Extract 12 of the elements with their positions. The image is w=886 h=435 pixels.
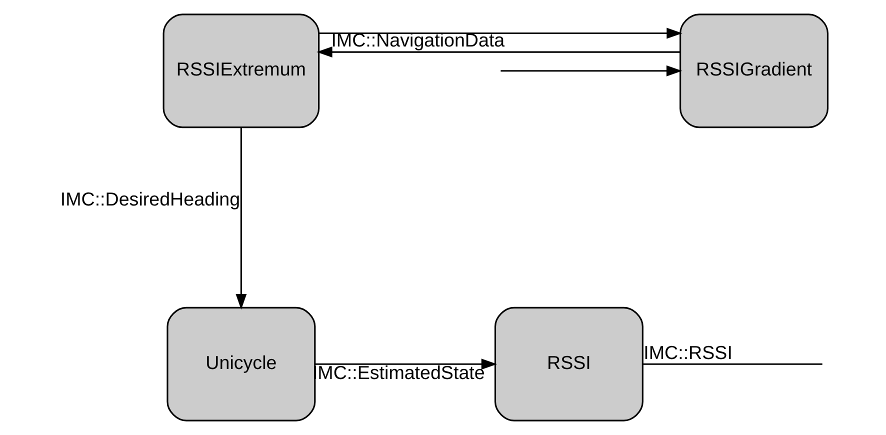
arrow xyxy=(235,127,246,310)
node-box: RSSIGradient xyxy=(679,14,828,128)
edge-label: IMC::NavigationData xyxy=(330,30,504,51)
node-box: RSSI xyxy=(494,306,643,422)
edge-label: IMC::DesiredHeading xyxy=(60,188,240,210)
arrow xyxy=(500,65,682,76)
connector xyxy=(642,363,822,365)
arrow xyxy=(318,28,682,39)
node-box: RSSIExtremum xyxy=(162,14,320,128)
arrow xyxy=(316,46,680,58)
node-box: Unicycle xyxy=(166,306,316,422)
edge-label: IMC::RSSI xyxy=(643,342,732,363)
